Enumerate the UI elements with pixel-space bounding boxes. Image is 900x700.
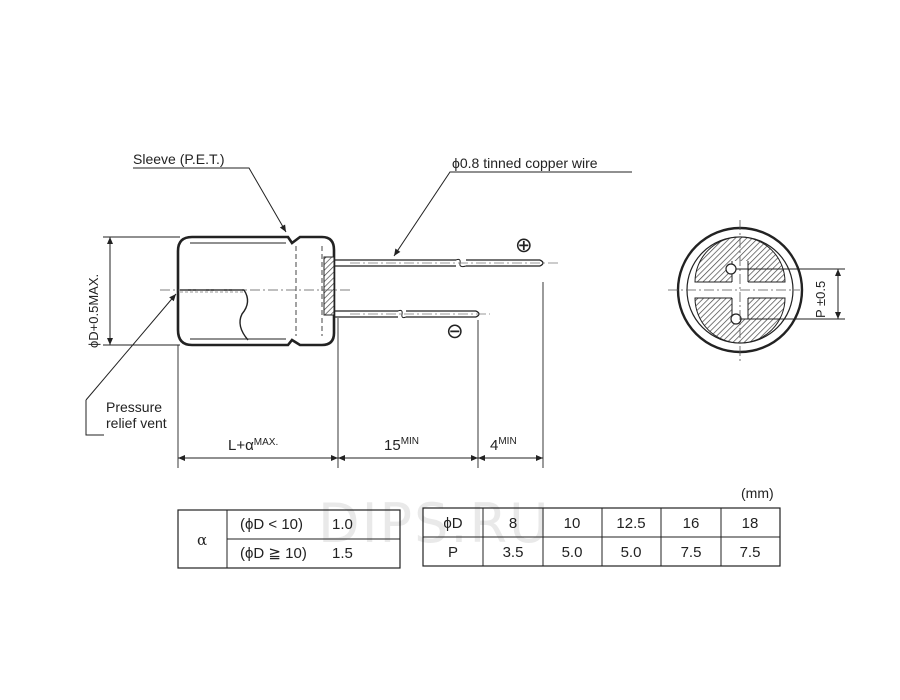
- unit-label: (mm): [741, 485, 774, 501]
- vent-label-line1: Pressure: [106, 399, 162, 415]
- watermark: DIPS.RU: [318, 492, 551, 555]
- alpha-symbol: α: [197, 531, 207, 549]
- pitch-head-cell: 16: [683, 515, 700, 532]
- alpha-val-2: 1.5: [332, 545, 353, 562]
- pitch-row-cell: 5.0: [562, 544, 583, 561]
- plus-terminal-mark: ⊕: [515, 234, 533, 257]
- pitch-head-cell: 12.5: [616, 515, 645, 532]
- wire-leader: [393, 171, 632, 257]
- vent-label-line2: relief vent: [106, 415, 167, 431]
- pitch-row-cell: P: [448, 544, 458, 561]
- pitch-head-cell: 10: [564, 515, 581, 532]
- alpha-val-1: 1.0: [332, 516, 353, 533]
- pitch-row-cell: 7.5: [740, 544, 761, 561]
- pitch-head-cell: ϕD: [443, 515, 462, 532]
- alpha-cond-1: (ϕD < 10): [240, 516, 303, 533]
- diameter-label: ϕD+0.5MAX.: [86, 274, 101, 348]
- pitch-head-cell: 8: [509, 515, 517, 532]
- minus-terminal-mark: ⊖: [446, 320, 464, 343]
- sleeve-leader: [133, 167, 287, 233]
- vent-leader: [85, 294, 176, 436]
- alpha-table: [177, 509, 401, 569]
- pitch-head-cell: 18: [742, 515, 759, 532]
- pitch-table: [422, 507, 781, 567]
- positive-lead: [334, 258, 560, 268]
- lead-length-label: 15MIN: [384, 436, 419, 454]
- negative-lead: [334, 309, 490, 319]
- sleeve-label: Sleeve (P.E.T.): [133, 151, 225, 167]
- end-length-label: 4MIN: [490, 436, 517, 454]
- wire-label: ϕ0.8 tinned copper wire: [452, 155, 598, 171]
- end-view: [668, 220, 845, 362]
- length-dimensions: [177, 282, 544, 468]
- pitch-row-cell: 7.5: [681, 544, 702, 561]
- diameter-dimension: [103, 236, 180, 346]
- pitch-row-cell: 3.5: [503, 544, 524, 561]
- alpha-cond-2: (ϕD ≧ 10): [240, 545, 307, 562]
- capacitor-body: [176, 235, 336, 347]
- length-label: L+αMAX.: [228, 437, 278, 454]
- pitch-row-cell: 5.0: [621, 544, 642, 561]
- pitch-label: P ±0.5: [813, 281, 828, 318]
